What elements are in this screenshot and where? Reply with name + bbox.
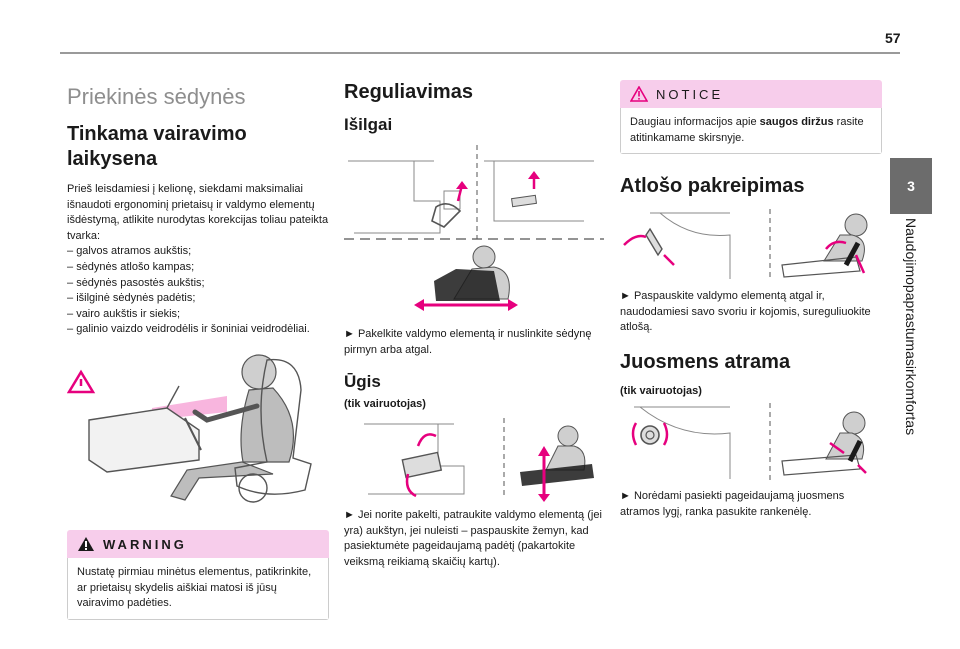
adjust-list: galvos atramos aukštis; sėdynės atlošo k… xyxy=(67,244,329,338)
warning-icon xyxy=(78,537,94,552)
warning-title: WARNING xyxy=(103,536,187,552)
list-item: išilginė sėdynės padėtis; xyxy=(67,291,329,307)
chapter-title: Naudojimopaprastumasirkomfortas xyxy=(903,218,919,436)
heading-lumbar: Juosmens atrama xyxy=(620,351,791,374)
list-item: galinio vaizdo veidrodėlis ir šoniniai v… xyxy=(67,322,329,338)
notice-link-text: saugos diržus xyxy=(759,116,834,128)
lumbar-text: ► Norėdami pasiekti pageidaujamą juosmen… xyxy=(620,490,845,518)
subheading-height: Ūgis xyxy=(344,372,381,392)
section-title: Priekinės sėdynės xyxy=(67,84,246,109)
list-item: sėdynės pasostės aukštis; xyxy=(67,276,329,292)
lumbar-note: (tik vairuotojas) xyxy=(620,385,702,398)
column-2: Reguliavimas Išilgai ► Pakelkite valdymo… xyxy=(344,80,604,571)
notice-header: NOTICE xyxy=(620,80,882,108)
intro-text: Prieš leisdamiesi į kelionę, siekdami ma… xyxy=(67,183,329,242)
header-rule xyxy=(60,52,900,54)
page-number: 57 xyxy=(885,30,901,46)
backrest-illustration xyxy=(623,209,868,282)
heading-adjustment: Reguliavimas xyxy=(344,81,473,103)
notice-icon xyxy=(630,86,648,102)
list-item: galvos atramos aukštis; xyxy=(67,244,329,260)
column-1: Priekinės sėdynės Tinkama vairavimo laik… xyxy=(67,80,329,620)
longitudinal-illustration xyxy=(344,145,604,311)
warning-box: WARNING Nustatę pirmiau minėtus elementu… xyxy=(67,530,329,620)
list-item: vairo aukštis ir siekis; xyxy=(67,307,329,323)
height-text: ► Jei norite pakelti, patraukite valdymo… xyxy=(344,509,602,569)
height-illustration xyxy=(364,418,594,503)
chapter-tab[interactable]: 3 xyxy=(890,158,932,214)
height-note: (tik vairuotojas) xyxy=(344,398,426,411)
warning-header: WARNING xyxy=(67,530,329,559)
driving-posture-illustration xyxy=(67,354,312,503)
warning-text: Nustatę pirmiau minėtus elementus, patik… xyxy=(67,558,329,620)
longitudinal-text: ► Pakelkite valdymo elementą ir nuslinki… xyxy=(344,328,592,356)
backrest-text: ► Paspauskite valdymo elementą atgal ir,… xyxy=(620,290,871,334)
notice-text: Daugiau informacijos apie saugos diržus … xyxy=(620,108,882,155)
notice-box: NOTICE Daugiau informacijos apie saugos … xyxy=(620,80,882,155)
heading-posture: Tinkama vairavimo laikysena xyxy=(67,123,247,170)
lumbar-illustration xyxy=(631,403,867,482)
subheading-longitudinal: Išilgai xyxy=(344,115,393,134)
column-3: NOTICE Daugiau informacijos apie saugos … xyxy=(620,80,882,520)
list-item: sėdynės atlošo kampas; xyxy=(67,260,329,276)
notice-title: NOTICE xyxy=(656,86,724,102)
heading-backrest: Atlošo pakreipimas xyxy=(620,175,805,198)
